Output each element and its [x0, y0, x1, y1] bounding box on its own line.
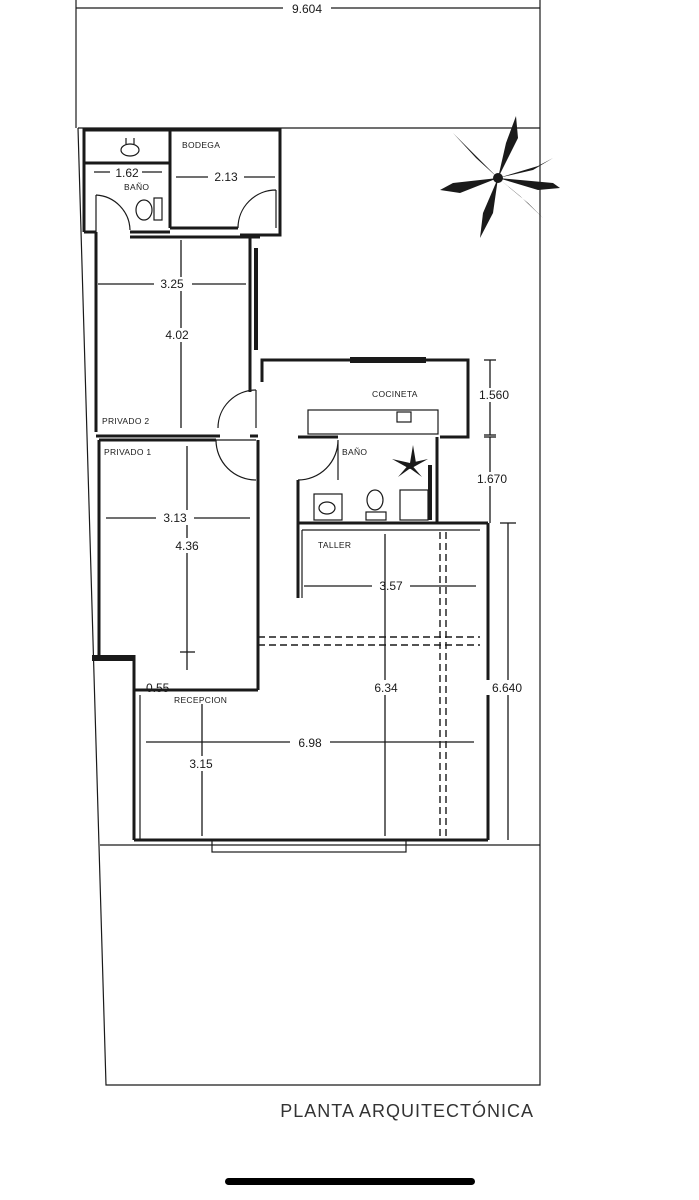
home-indicator[interactable]: [225, 1178, 475, 1185]
lot-boundary: [77, 127, 541, 1086]
recepcion-label: RECEPCION: [174, 695, 227, 705]
overall-width-label: 9.604: [292, 2, 322, 16]
sink-icon: [313, 493, 343, 521]
cocineta-room: COCINETA 1.560: [260, 357, 516, 439]
privado2-depth-label: 4.02: [165, 328, 189, 342]
palm-tree-icon: [440, 116, 560, 238]
privado-1-label: PRIVADO 1: [104, 447, 151, 457]
right-depth-label: 6.640: [492, 681, 522, 695]
plan-title: PLANTA ARQUITECTÓNICA: [280, 1100, 534, 1121]
small-gap-label: 0.55: [146, 681, 170, 695]
privado2-width-label: 3.25: [160, 277, 184, 291]
cocineta-depth-label: 1.560: [479, 388, 509, 402]
bano-width-label: 1.62: [115, 166, 139, 180]
bano-top-room: 1.62 BAÑO: [82, 128, 172, 234]
cocineta-label: COCINETA: [372, 389, 418, 399]
privado-2-label: PRIVADO 2: [102, 416, 149, 426]
privado-1-room: 3.13 4.36 PRIVADO 1: [92, 434, 260, 690]
recepcion-depth-label: 3.15: [189, 757, 213, 771]
overall-width-dimension: 9.604: [75, 0, 541, 128]
privado1-width-label: 3.13: [163, 511, 187, 525]
bodega-label: BODEGA: [182, 140, 220, 150]
recepcion-room: RECEPCION 0.55 6.98 3.15: [132, 636, 488, 853]
plant-icon: [392, 445, 428, 477]
privado1-depth-label: 4.36: [175, 539, 199, 553]
bodega-width-label: 2.13: [214, 170, 238, 184]
toilet-icon: [135, 197, 163, 221]
bano-top-label: BAÑO: [124, 182, 149, 192]
taller-depth-label: 6.34: [374, 681, 398, 695]
sink-icon: [120, 138, 140, 157]
toilet-icon: [365, 489, 387, 521]
taller-room: TALLER 3.57 6.34 6.640: [301, 522, 530, 840]
bano-mid-room: BAÑO 1.670: [296, 436, 514, 598]
privado-2-room: 3.25 4.02 PRIVADO 2: [94, 232, 260, 438]
taller-label: TALLER: [318, 540, 351, 550]
bano-depth-label: 1.670: [477, 472, 507, 486]
bodega-room: BODEGA 2.13: [170, 128, 282, 237]
bano-mid-label: BAÑO: [342, 447, 367, 457]
taller-width-label: 3.57: [379, 579, 403, 593]
recepcion-width-label: 6.98: [298, 736, 322, 750]
